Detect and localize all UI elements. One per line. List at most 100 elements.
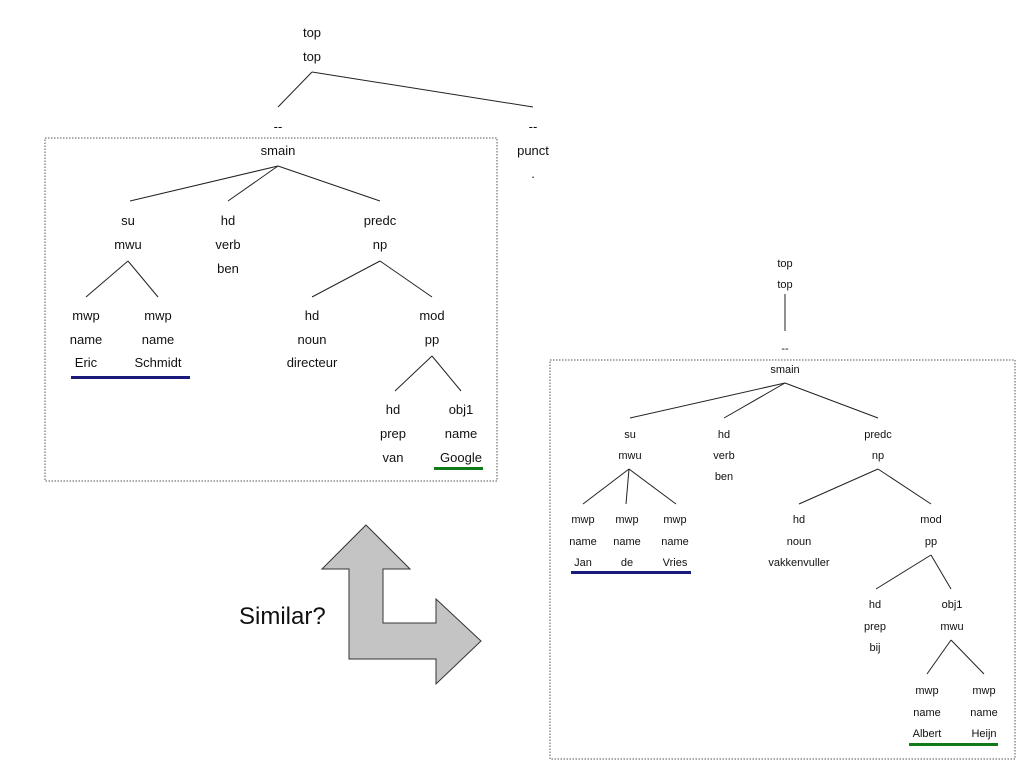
tree2-org-underline: [909, 743, 998, 746]
tree2-top-cat: top: [777, 279, 792, 291]
tree1-edge-smain-su: [129, 165, 279, 202]
tree1-edge-su-mwp1: [85, 260, 129, 298]
tree2-smain-cat: smain: [770, 364, 799, 376]
tree2-noun-hd-word: vakkenvuller: [768, 557, 829, 569]
tree1-edge-mod-hd: [394, 355, 433, 392]
tree2-person-underline: [571, 571, 691, 574]
tree2-edge-smain-predc: [784, 382, 879, 419]
tree2-hd-cat: verb: [713, 450, 734, 462]
tree1-mwp1-word: Eric: [75, 355, 98, 370]
tree2-edge-su-mwp3: [628, 468, 677, 505]
tree2-edge-smain-su: [629, 382, 786, 419]
tree1-top-rel: top: [303, 25, 321, 40]
tree2-mwp3-word: Vries: [663, 557, 688, 569]
tree1-obj1-word: Google: [440, 450, 482, 465]
tree2-noun-hd-rel: hd: [793, 514, 805, 526]
tree1-edge-smain-predc: [277, 165, 381, 202]
tree2-mwp3-cat: name: [661, 536, 689, 548]
tree2-su-cat: mwu: [618, 450, 641, 462]
tree2-edge-mod-obj1: [930, 554, 952, 590]
tree1-prep-hd-rel: hd: [386, 402, 400, 417]
tree2-mod-cat: pp: [925, 536, 937, 548]
tree2-edge-predc-mod: [877, 468, 932, 505]
tree2-obj1-rel: obj1: [942, 599, 963, 611]
tree1-noun-hd-word: directeur: [287, 355, 338, 370]
tree2-edge-mod-hd: [875, 554, 932, 590]
tree2-smain-frame: [549, 359, 1016, 760]
tree2-edges: [582, 294, 985, 675]
tree1-smain-rel: --: [274, 119, 283, 134]
tree2-edge-obj1-mwp1: [926, 639, 952, 675]
tree1-prep-hd-cat: prep: [380, 426, 406, 441]
tree2-obj1-cat: mwu: [940, 621, 963, 633]
tree2-hd-rel: hd: [718, 429, 730, 441]
tree1-punct-cat: punct: [517, 143, 549, 158]
tree2-noun-hd-cat: noun: [787, 536, 811, 548]
tree-1: top top -- smain -- punct . su mwu hd ve…: [44, 25, 549, 482]
tree2-edge-predc-hd: [798, 468, 879, 505]
tree2-edge-obj1-mwp2: [950, 639, 985, 675]
tree2-obj-mwp2-word: Heijn: [971, 728, 996, 740]
tree1-su-rel: su: [121, 213, 135, 228]
tree2-obj-mwp1-rel: mwp: [915, 685, 938, 697]
tree1-edge-top-punct: [311, 71, 534, 108]
tree1-predc-rel: predc: [364, 213, 397, 228]
tree2-obj-mwp2-cat: name: [970, 707, 998, 719]
tree1-mod-cat: pp: [425, 332, 439, 347]
tree1-smain-cat: smain: [261, 143, 296, 158]
tree1-mod-rel: mod: [419, 308, 444, 323]
tree2-edge-smain-hd: [723, 382, 786, 419]
tree1-noun-hd-cat: noun: [298, 332, 327, 347]
bent-arrow-icon: [320, 524, 482, 686]
tree1-noun-hd-rel: hd: [305, 308, 319, 323]
tree1-edges: [85, 71, 534, 392]
tree2-predc-cat: np: [872, 450, 884, 462]
tree2-edge-su-mwp1: [582, 468, 630, 505]
tree1-su-cat: mwu: [114, 237, 141, 252]
tree1-edge-predc-mod: [379, 260, 433, 298]
tree1-mwp1-rel: mwp: [72, 308, 99, 323]
tree1-edge-smain-hd: [227, 165, 279, 202]
tree2-mwp1-cat: name: [569, 536, 597, 548]
tree1-hd-word: ben: [217, 261, 239, 276]
tree2-edge-su-mwp2: [625, 468, 630, 505]
tree-2: top top -- smain su mwu hd verb ben pred…: [549, 258, 1016, 760]
tree1-obj1-rel: obj1: [449, 402, 474, 417]
tree1-mwp2-cat: name: [142, 332, 175, 347]
tree2-prep-hd-word: bij: [869, 642, 880, 654]
tree1-edge-top-smain: [277, 71, 313, 108]
tree1-hd-cat: verb: [215, 237, 240, 252]
tree2-predc-rel: predc: [864, 429, 892, 441]
tree1-edge-mod-obj1: [431, 355, 462, 392]
tree2-mod-rel: mod: [920, 514, 941, 526]
tree2-top-rel: top: [777, 258, 792, 270]
tree1-top-cat: top: [303, 49, 321, 64]
tree2-prep-hd-rel: hd: [869, 599, 881, 611]
tree1-prep-hd-word: van: [383, 450, 404, 465]
tree1-person-underline: [71, 376, 190, 379]
tree2-mwp2-cat: name: [613, 536, 641, 548]
tree2-obj-mwp2-rel: mwp: [972, 685, 995, 697]
tree1-mwp2-word: Schmidt: [135, 355, 182, 370]
tree2-mwp1-rel: mwp: [571, 514, 594, 526]
similar-question-label: Similar?: [239, 603, 326, 630]
tree1-edge-su-mwp2: [127, 260, 159, 298]
tree1-smain-frame: [44, 137, 498, 482]
tree1-predc-cat: np: [373, 237, 387, 252]
tree2-smain-rel: --: [781, 343, 789, 355]
tree1-edge-predc-hd: [311, 260, 381, 298]
tree2-hd-word: ben: [715, 471, 733, 483]
tree2-mwp3-rel: mwp: [663, 514, 686, 526]
tree1-punct-rel: --: [529, 119, 538, 134]
tree2-su-rel: su: [624, 429, 636, 441]
tree1-mwp1-cat: name: [70, 332, 103, 347]
tree2-prep-hd-cat: prep: [864, 621, 886, 633]
tree1-hd-rel: hd: [221, 213, 235, 228]
tree1-punct-word: .: [531, 166, 535, 181]
tree2-obj-mwp1-cat: name: [913, 707, 941, 719]
tree1-mwp2-rel: mwp: [144, 308, 171, 323]
tree2-mwp2-word: de: [621, 557, 633, 569]
tree2-obj-mwp1-word: Albert: [913, 728, 942, 740]
